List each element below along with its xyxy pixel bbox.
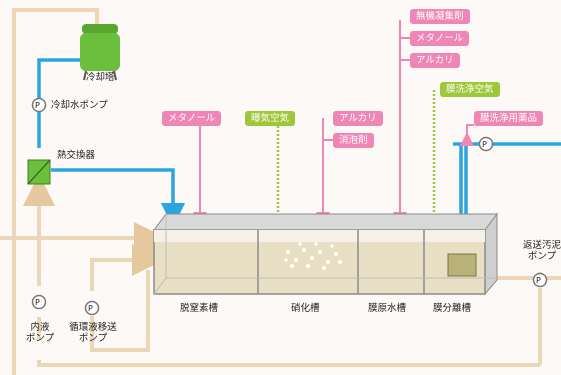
recirc-pump-label-line2: ポンプ [78, 333, 108, 344]
pump-letter: P [536, 276, 541, 285]
pump-symbols [31, 97, 548, 316]
methanol-tag: メタノール [162, 111, 222, 126]
recirc-pump-label: 循環液移送 ポンプ [60, 322, 126, 344]
cooling-tower [80, 24, 120, 81]
chemical-lines [193, 20, 474, 226]
membrane-separation-tank-label: 膜分離槽 [433, 303, 472, 314]
cooling-water-lines [37, 58, 561, 262]
aeration-air-tag: 曝気空気 [245, 111, 296, 126]
alkali-2-tag: アルカリ [410, 53, 460, 68]
pump-letter: P [88, 304, 93, 313]
return-pump-label-line1: 返送汚泥 [522, 240, 561, 251]
return-pump-label: 返送汚泥 ポンプ [514, 240, 561, 262]
antifoam-tag: 消泡剤 [333, 133, 374, 148]
methanol-2-tag: メタノール [410, 31, 470, 46]
internal-pump-label-line2: ポンプ [25, 333, 55, 344]
return-pump-label-line2: ポンプ [527, 251, 557, 262]
internal-pump-label-line1: 内液 [30, 322, 50, 333]
nitrification-tank-label: 硝化槽 [291, 303, 320, 314]
process-piping [0, 8, 561, 375]
membrane-wash-chem-tag: 膜洗浄用薬品 [474, 111, 544, 126]
raw-membrane-tank-label: 膜原水槽 [368, 303, 407, 314]
alkali-tag: アルカリ [333, 111, 383, 126]
pump-letter: P [482, 140, 487, 149]
aeration-bubbles [284, 242, 342, 270]
internal-pump-label: 内液 ポンプ [20, 322, 60, 344]
heat-exchanger-label: 熱交換器 [57, 150, 96, 161]
denitrification-tank-label: 脱窒素槽 [180, 303, 219, 314]
heat-exchanger [27, 159, 51, 185]
pump-letter: P [35, 298, 40, 307]
treatment-tank [153, 212, 498, 296]
inorganic-coagulant-tag: 無機凝集剤 [410, 9, 470, 24]
pump-letter: P [35, 101, 40, 110]
membrane-wash-air-tag: 膜洗浄空気 [440, 82, 500, 97]
membrane-module [447, 253, 477, 277]
cooling-tower-label: 冷却塔 [86, 72, 115, 83]
cooling-pump-label: 冷却水ポンプ [51, 100, 108, 111]
recirc-pump-label-line1: 循環液移送 [69, 322, 117, 333]
